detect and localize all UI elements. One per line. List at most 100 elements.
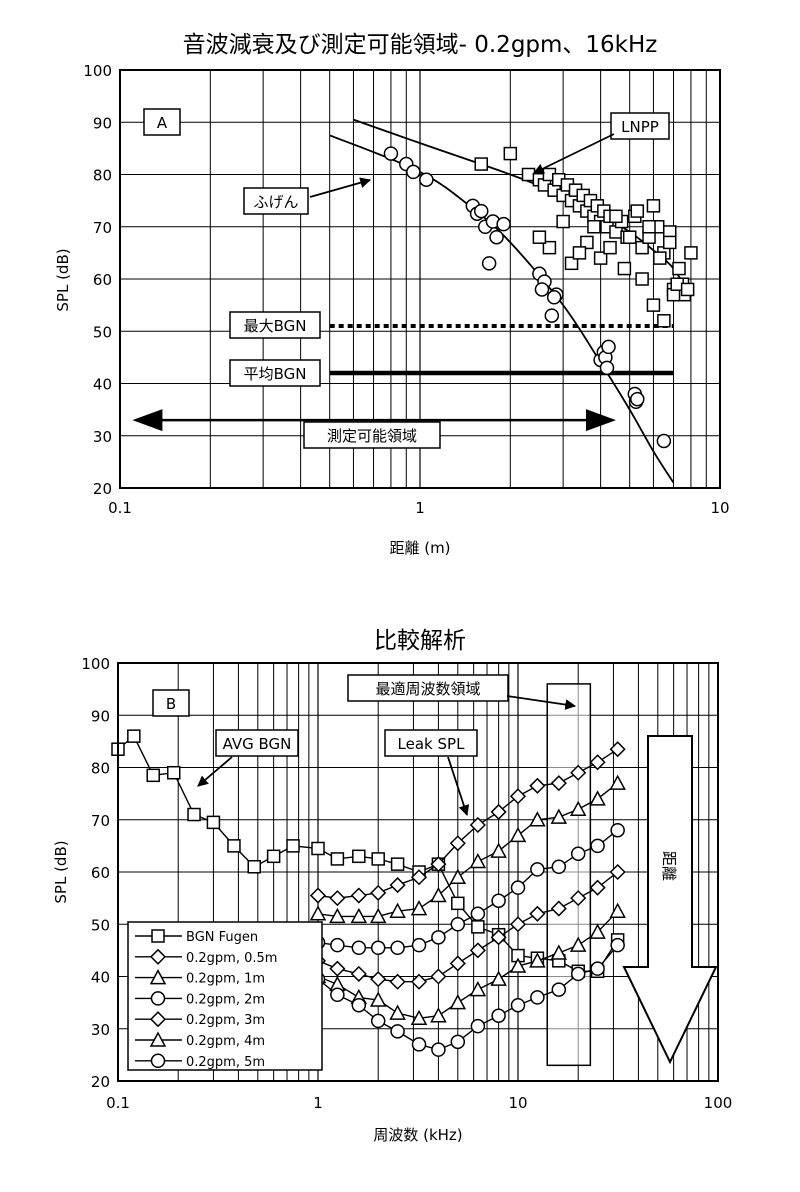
- legend-entry: BGN Fugen: [186, 930, 258, 945]
- y-tick-label: 90: [91, 707, 110, 725]
- series-point-circle: [590, 961, 605, 976]
- series-point-triangle: [449, 994, 467, 1010]
- series-point-triangle: [569, 800, 587, 817]
- series-point-diamond: [509, 788, 527, 805]
- series-point-circle: [491, 893, 506, 908]
- series-line: [317, 829, 619, 949]
- series-point-triangle: [430, 886, 447, 903]
- series-point-triangle: [609, 902, 626, 918]
- series-point-circle: [590, 838, 605, 854]
- data-point-square: [684, 246, 698, 260]
- data-point-square: [572, 246, 587, 260]
- series-point-square: [311, 841, 325, 856]
- data-point-circle: [481, 256, 497, 271]
- series-point-square: [286, 839, 300, 853]
- data-point-square: [580, 235, 594, 250]
- data-point-circle: [601, 339, 616, 355]
- series-point-triangle: [309, 905, 327, 921]
- series-point-triangle: [529, 811, 546, 827]
- data-point-square: [617, 261, 632, 276]
- series-point-diamond: [490, 929, 507, 946]
- series-point-diamond: [389, 973, 406, 990]
- chart-a-ylabel: SPL (dB): [54, 248, 72, 311]
- series-point-triangle: [609, 774, 626, 790]
- series-point-triangle: [449, 868, 467, 884]
- legend-marker-square: [151, 929, 165, 943]
- avg-bgn-label-b-box: [215, 729, 299, 757]
- data-point-square: [474, 157, 488, 171]
- y-tick-label: 100: [81, 655, 110, 673]
- chart-a-xlabel: 距離 (m): [389, 539, 450, 557]
- series-point-diamond: [449, 955, 466, 972]
- series-point-diamond: [570, 890, 587, 907]
- chart-b-frame: [117, 662, 719, 1082]
- distance-arrow-label: 距離: [660, 851, 678, 881]
- fugen-arrow: [309, 177, 372, 198]
- data-point-circle: [630, 391, 645, 407]
- y-tick-label: 60: [91, 864, 110, 882]
- x-tick-label: 1: [415, 499, 425, 517]
- data-point-circle: [496, 216, 511, 232]
- x-tick-label: 0.1: [106, 1094, 130, 1112]
- legend-marker-circle: [150, 991, 166, 1006]
- series-point-triangle: [589, 790, 606, 806]
- legend-marker-diamond: [149, 948, 167, 965]
- series-point-triangle: [469, 852, 487, 869]
- series-point-triangle: [389, 1004, 406, 1020]
- series-point-circle: [351, 997, 367, 1013]
- avg-bgn-label: 平均BGN: [244, 365, 307, 383]
- series-point-diamond: [609, 741, 626, 758]
- legend-entry: 0.2gpm, 4m: [186, 1034, 265, 1049]
- series-point-circle: [370, 940, 386, 956]
- data-point-square: [642, 220, 656, 234]
- x-tick-label: 1: [313, 1094, 323, 1112]
- optimal-band-arrow: [506, 695, 577, 710]
- series-point-circle: [551, 859, 567, 875]
- data-point-square: [532, 230, 547, 244]
- series-point-triangle: [509, 957, 527, 973]
- series-point-diamond: [529, 905, 546, 922]
- series-point-triangle: [509, 826, 527, 843]
- series-line: [317, 748, 619, 899]
- series-point-square: [371, 852, 385, 866]
- data-point-circle: [473, 203, 489, 219]
- chart-a-bgn-levels: [132, 324, 674, 432]
- chart-a-frame: [119, 69, 721, 489]
- y-tick-label: 90: [93, 114, 112, 132]
- data-point-circle: [406, 164, 421, 180]
- data-point-square: [622, 230, 637, 244]
- series-point-triangle: [410, 1009, 428, 1026]
- series-point-triangle: [369, 907, 387, 924]
- series-point-circle: [610, 822, 625, 838]
- series-point-square: [167, 765, 181, 780]
- series-point-triangle: [410, 899, 428, 916]
- series-point-diamond: [570, 764, 587, 781]
- series-point-circle: [411, 1037, 427, 1052]
- data-point-square: [609, 209, 623, 224]
- series-point-square: [127, 729, 141, 743]
- range-arrow-right: [585, 409, 616, 432]
- data-point-square: [635, 272, 649, 286]
- data-point-square: [653, 251, 667, 265]
- series-point-square: [227, 839, 241, 853]
- data-point-square: [630, 204, 645, 218]
- lnpp-label: LNPP: [621, 118, 659, 136]
- lnpp-arrow: [533, 133, 615, 174]
- max-bgn-label-box: [229, 311, 321, 339]
- y-tick-label: 100: [83, 62, 112, 80]
- series-point-square: [451, 896, 465, 911]
- series-point-triangle: [529, 952, 546, 968]
- x-tick-label: 10: [508, 1094, 527, 1112]
- series-point-circle: [431, 1042, 446, 1057]
- optimal-band-box: [546, 683, 592, 1067]
- x-tick-label: 10: [710, 499, 729, 517]
- legend-entry: 0.2gpm, 2m: [186, 992, 265, 1007]
- series-point-circle: [390, 1024, 405, 1039]
- y-tick-label: 40: [91, 969, 110, 987]
- avg-bgn-arrow: [197, 756, 233, 787]
- series-line: [317, 910, 619, 1020]
- series-point-diamond: [430, 856, 447, 873]
- y-tick-label: 60: [93, 271, 112, 289]
